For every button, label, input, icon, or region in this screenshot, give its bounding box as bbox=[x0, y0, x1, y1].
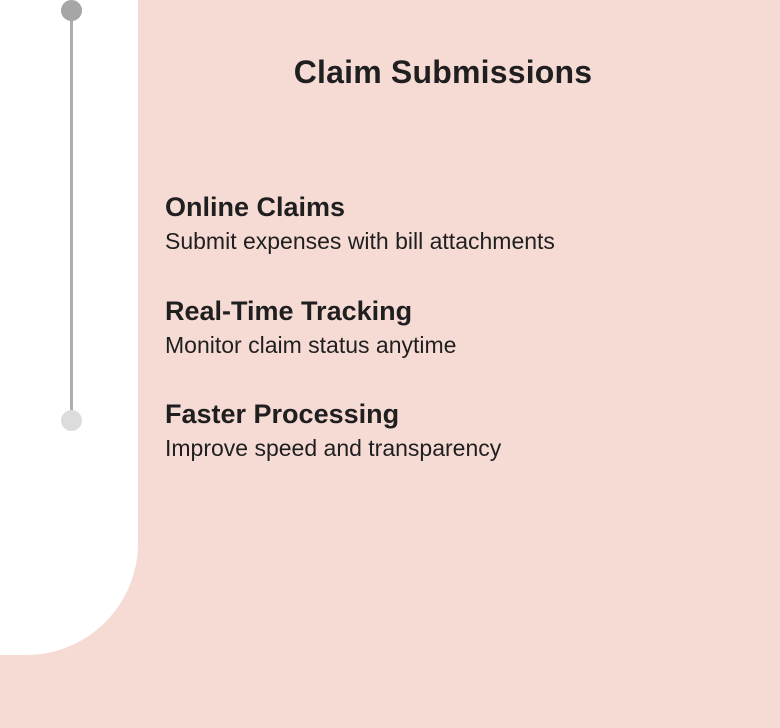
timeline-dot bbox=[61, 0, 82, 21]
item-heading: Online Claims bbox=[165, 192, 346, 222]
timeline-line bbox=[70, 0, 73, 421]
slide-title: Claim Submissions bbox=[293, 54, 593, 90]
timeline-item: Online Claims Submit expenses with bill … bbox=[165, 190, 725, 257]
left-panel bbox=[0, 0, 138, 655]
item-description: Submit expenses with bill attachments bbox=[165, 228, 555, 254]
item-heading: Real-Time Tracking bbox=[165, 296, 413, 326]
timeline-item: Real-Time Tracking Monitor claim status … bbox=[165, 294, 725, 361]
item-description: Monitor claim status anytime bbox=[165, 332, 457, 358]
item-heading: Faster Processing bbox=[165, 399, 400, 429]
timeline-dot bbox=[61, 410, 82, 431]
timeline-item: Faster Processing Improve speed and tran… bbox=[165, 397, 725, 464]
item-description: Improve speed and transparency bbox=[165, 435, 502, 461]
